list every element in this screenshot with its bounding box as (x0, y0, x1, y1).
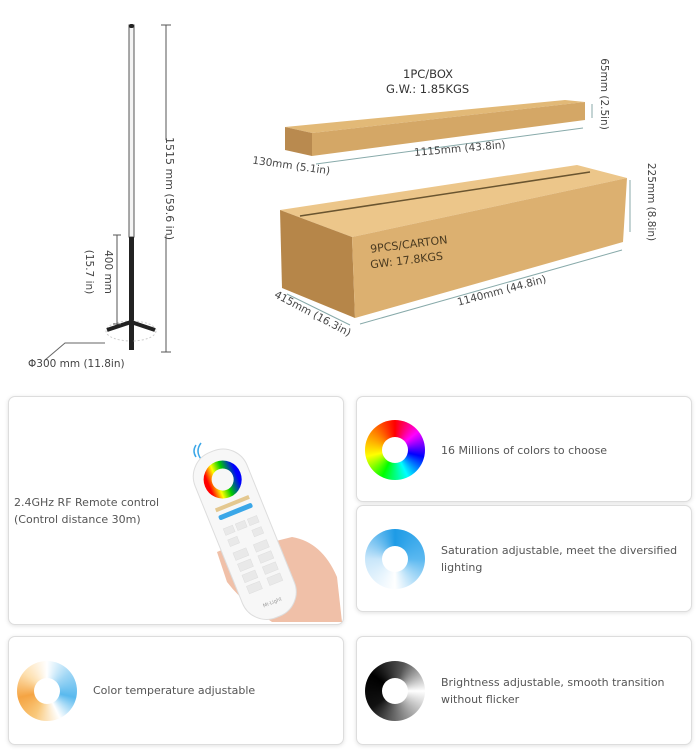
remote-text-line1: 2.4GHz RF Remote control (14, 496, 160, 509)
lamp-tripod (106, 319, 156, 350)
brightness-wheel-icon (365, 661, 425, 721)
small-box-weight: G.W.: 1.85KGS (386, 82, 470, 96)
lamp-base-height-label: 400 mm (101, 250, 114, 294)
lamp-base-pole (129, 237, 134, 350)
carton-height: 225mm (8.8in) (645, 162, 658, 242)
packaging-drawing (280, 100, 631, 326)
color-wheel-icon (365, 420, 425, 480)
saturation-text-line1: Saturation adjustable, meet the diversif… (441, 544, 678, 557)
lamp-height-label: 1515 mm (59.6 in) (163, 136, 177, 241)
floor-lamp-drawing (44, 24, 171, 360)
carton-box (280, 165, 627, 237)
feature-card-colors: 16 Millions of colors to choose (356, 396, 692, 502)
wifi-signal-icon (193, 442, 202, 460)
small-box-height: 65mm (2.5in) (597, 58, 610, 130)
temperature-text: Color temperature adjustable (93, 684, 256, 697)
lamp-light-tube (128, 24, 135, 238)
feature-card-temperature: Color temperature adjustable (8, 636, 344, 745)
small-box (285, 100, 585, 133)
feature-card-saturation: Saturation adjustable, meet the diversif… (356, 505, 692, 612)
colors-text: 16 Millions of colors to choose (441, 444, 608, 457)
lamp-base-diameter-label: Φ300 mm (11.8in) (28, 358, 125, 370)
brightness-text-line2: without flicker (441, 693, 520, 706)
color-temperature-wheel-icon (17, 661, 77, 721)
saturation-wheel-icon (365, 529, 425, 589)
remote-control-image: Mi·Light (192, 442, 342, 622)
saturation-text-line2: lighting (441, 561, 483, 574)
brightness-text-line1: Brightness adjustable, smooth transition (441, 676, 665, 689)
small-box-qty: 1PC/BOX (403, 67, 454, 81)
feature-card-remote: 2.4GHz RF Remote control (Control distan… (8, 396, 344, 625)
remote-text-line2: (Control distance 30m) (14, 513, 141, 526)
lamp-base-height-inch: (15.7 in) (83, 249, 96, 295)
feature-card-brightness: Brightness adjustable, smooth transition… (356, 636, 692, 745)
